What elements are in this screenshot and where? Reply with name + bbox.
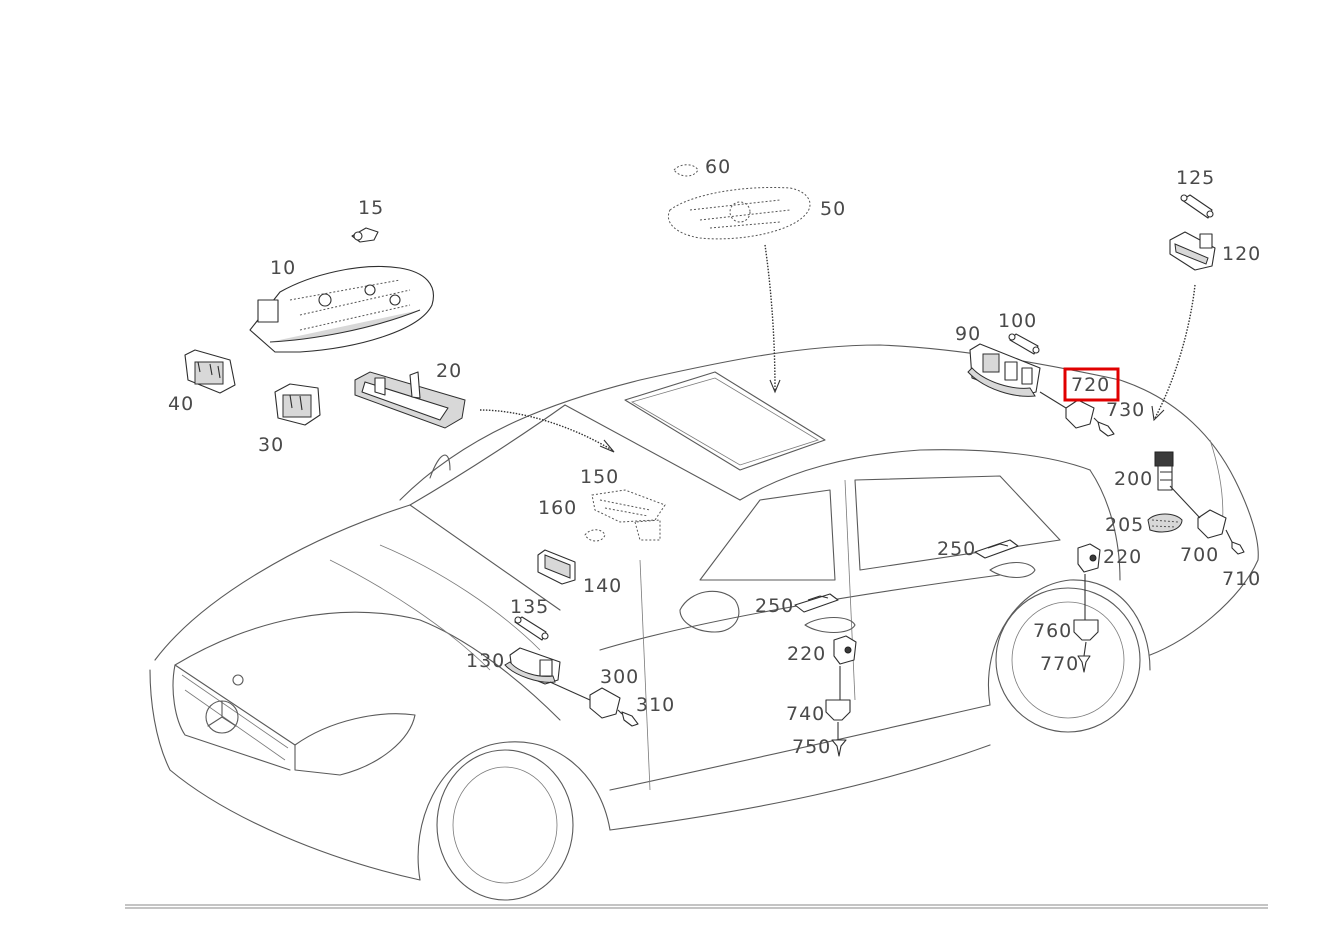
part-130-lamp-icon[interactable] (504, 647, 561, 685)
label-220-upper[interactable]: 220 (1103, 546, 1142, 568)
part-760-socket-icon[interactable] (1073, 619, 1099, 641)
part-220-door-lamp-icon[interactable] (1077, 543, 1101, 573)
part-90-lens-icon[interactable] (967, 367, 1036, 397)
part-750-bulb-icon[interactable] (831, 739, 847, 757)
label-250-lower[interactable]: 250 (755, 595, 794, 617)
part-310-bulb-icon[interactable] (621, 711, 639, 727)
part-250-handle-lamp-upper-icon[interactable] (974, 539, 1019, 559)
part-720-socket-icon[interactable] (1065, 399, 1095, 429)
part-300-socket-icon[interactable] (589, 687, 621, 719)
part-20-lamp-housing-icon[interactable] (354, 371, 466, 429)
part-160-cover-icon[interactable] (584, 519, 661, 542)
part-150-switch-panel-icon[interactable] (591, 489, 666, 523)
label-40[interactable]: 40 (168, 393, 194, 415)
part-740-socket-icon[interactable] (825, 699, 851, 721)
part-200-module-icon[interactable] (1154, 451, 1174, 491)
part-30-switch-unit-icon[interactable] (274, 383, 321, 426)
label-30[interactable]: 30 (258, 434, 284, 456)
part-125-bulb-icon[interactable] (1180, 194, 1214, 219)
label-120[interactable]: 120 (1222, 243, 1261, 265)
label-15[interactable]: 15 (358, 197, 384, 219)
label-90[interactable]: 90 (955, 323, 981, 345)
part-120-trunk-lamp-icon[interactable] (1169, 231, 1216, 271)
part-100-bulb-icon[interactable] (1008, 333, 1040, 355)
part-730-bulb-icon[interactable] (1097, 421, 1115, 437)
highlight-box-720 (1063, 367, 1120, 402)
part-770-bulb-icon[interactable] (1077, 655, 1091, 673)
label-720[interactable]: 720 (1071, 374, 1110, 396)
label-150[interactable]: 150 (580, 466, 619, 488)
label-50[interactable]: 50 (820, 198, 846, 220)
label-750[interactable]: 750 (792, 736, 831, 758)
label-130[interactable]: 130 (466, 650, 505, 672)
part-40-switch-unit-icon[interactable] (184, 349, 236, 394)
part-220-lower-door-lamp-icon[interactable] (833, 635, 857, 665)
part-140-switch-icon[interactable] (537, 549, 576, 585)
label-310[interactable]: 310 (636, 694, 675, 716)
label-700[interactable]: 700 (1180, 544, 1219, 566)
label-140[interactable]: 140 (583, 575, 622, 597)
label-710[interactable]: 710 (1222, 568, 1261, 590)
part-labels: 15 10 20 40 30 60 50 125 120 90 100 720 … (168, 156, 1261, 758)
label-250-upper[interactable]: 250 (937, 538, 976, 560)
label-760[interactable]: 760 (1033, 620, 1072, 642)
label-10[interactable]: 10 (270, 257, 296, 279)
part-10-overhead-console-icon[interactable] (249, 265, 434, 353)
label-300[interactable]: 300 (600, 666, 639, 688)
part-205-speaker-icon[interactable] (1147, 513, 1183, 533)
label-135[interactable]: 135 (510, 596, 549, 618)
label-100[interactable]: 100 (998, 310, 1037, 332)
label-205[interactable]: 205 (1105, 514, 1144, 536)
part-250-handle-lamp-lower-icon[interactable] (794, 593, 839, 613)
label-20[interactable]: 20 (436, 360, 462, 382)
part-710-bulb-icon[interactable] (1231, 541, 1245, 555)
label-730[interactable]: 730 (1106, 399, 1145, 421)
part-50-headliner-icon[interactable] (668, 187, 811, 240)
label-160[interactable]: 160 (538, 497, 577, 519)
label-770[interactable]: 770 (1040, 653, 1079, 675)
label-125[interactable]: 125 (1176, 167, 1215, 189)
leader-lines (479, 244, 1233, 740)
label-60[interactable]: 60 (705, 156, 731, 178)
label-220-lower[interactable]: 220 (787, 643, 826, 665)
part-700-socket-icon[interactable] (1197, 509, 1227, 539)
part-15-bulb-icon[interactable] (351, 227, 379, 243)
part-60-cover-icon[interactable] (673, 164, 699, 177)
label-740[interactable]: 740 (786, 703, 825, 725)
label-200[interactable]: 200 (1114, 468, 1153, 490)
part-135-bulb-icon[interactable] (514, 616, 549, 641)
